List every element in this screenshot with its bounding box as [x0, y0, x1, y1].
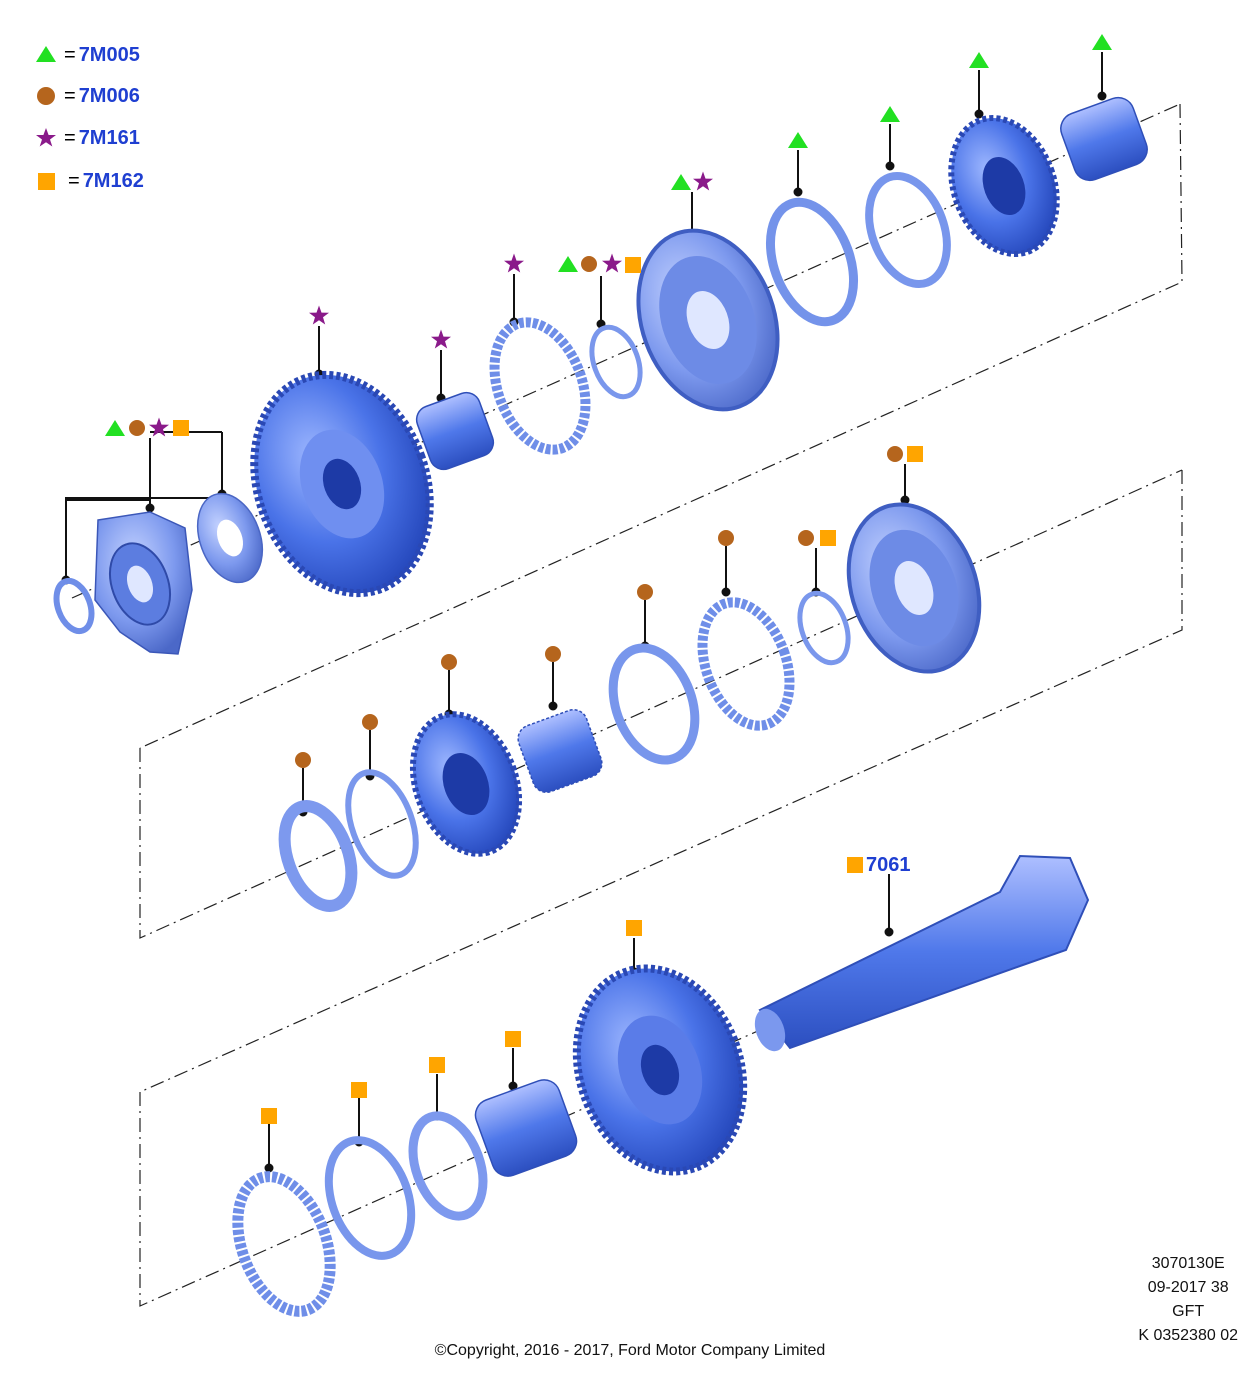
- synchro-ring-part: [408, 1111, 488, 1221]
- legend-code: 7M005: [78, 43, 140, 66]
- legend-item-7m161: = 7M161: [60, 125, 140, 151]
- synchro-ring-part: [765, 197, 859, 327]
- legend-item-7m005: = 7M005: [60, 42, 140, 68]
- row1-boundary: [139, 103, 1183, 749]
- green-triangle-icon: [671, 174, 691, 190]
- drawing-metadata: 3070130E 09-2017 38 GFT K 0352380 02: [1138, 1252, 1238, 1348]
- brown-circle-icon: [129, 420, 145, 436]
- needle-bearing-part: [474, 1079, 578, 1177]
- drawing-id: 3070130E: [1151, 1255, 1225, 1272]
- row3-axis: [139, 1029, 761, 1307]
- brown-circle-icon: [718, 530, 734, 546]
- row2-axis: [139, 469, 1183, 939]
- brown-circle-icon: [637, 584, 653, 600]
- green-triangle-icon: [36, 46, 56, 62]
- purple-star-icon: [602, 253, 622, 273]
- equals-sign: =: [64, 126, 76, 149]
- snap-ring-part: [53, 577, 95, 635]
- purple-star-icon: [36, 128, 56, 147]
- needle-bearing-part: [415, 391, 495, 471]
- row1-axis: [71, 103, 1181, 599]
- orange-square-icon: [505, 1031, 521, 1047]
- retaining-ring-part: [589, 324, 643, 400]
- purple-star-icon: [693, 171, 713, 191]
- green-triangle-icon: [105, 420, 125, 436]
- orange-square-icon: [38, 173, 55, 190]
- legend-symbols: [36, 46, 56, 190]
- legend-code: 7M161: [78, 126, 140, 149]
- assembly-axis-lines: [71, 103, 1183, 1307]
- orange-square-icon: [173, 420, 189, 436]
- legend-code: 7M006: [78, 84, 140, 107]
- row3-parts: [232, 854, 1090, 1317]
- orange-square-icon: [907, 446, 923, 462]
- part-callout-symbols: [105, 34, 1112, 1124]
- orange-square-icon: [429, 1057, 445, 1073]
- equals-sign: =: [64, 84, 76, 107]
- needle-bearing-part: [1060, 96, 1148, 182]
- row1-parts: [53, 96, 1148, 655]
- synchro-ring-part: [489, 317, 591, 455]
- synchro-cone-part: [324, 1136, 416, 1260]
- synchro-cone-part: [865, 171, 951, 289]
- green-triangle-icon: [880, 106, 900, 122]
- orange-square-icon: [261, 1108, 277, 1124]
- drawing-date: 09-2017 38: [1147, 1279, 1229, 1296]
- orange-square-icon: [625, 257, 641, 273]
- legend-item-7m006: = 7M006: [60, 83, 140, 109]
- equals-sign: =: [68, 169, 80, 192]
- brown-circle-icon: [798, 530, 814, 546]
- purple-star-icon: [309, 305, 329, 325]
- thrust-washer-part: [278, 800, 358, 912]
- purple-star-icon: [504, 253, 524, 273]
- brown-circle-icon: [295, 752, 311, 768]
- purple-star-icon: [431, 329, 451, 349]
- copyright-notice: ©Copyright, 2016 - 2017, Ford Motor Comp…: [434, 1342, 826, 1359]
- orange-square-icon: [820, 530, 836, 546]
- brown-circle-icon: [37, 87, 55, 105]
- part-number-label: 7061: [866, 854, 911, 876]
- drawing-reference: K 0352380 02: [1138, 1327, 1238, 1344]
- orange-square-icon: [847, 857, 863, 873]
- brown-circle-icon: [887, 446, 903, 462]
- brown-circle-icon: [362, 714, 378, 730]
- brown-circle-icon: [441, 654, 457, 670]
- drawing-group: GFT: [1172, 1303, 1205, 1320]
- green-triangle-icon: [969, 52, 989, 68]
- brown-circle-icon: [545, 646, 561, 662]
- orange-square-icon: [351, 1082, 367, 1098]
- synchro-ring-part: [697, 597, 795, 731]
- equals-sign: =: [64, 43, 76, 66]
- green-triangle-icon: [788, 132, 808, 148]
- legend-item-7m162: = 7M162: [64, 168, 144, 194]
- brown-circle-icon: [581, 256, 597, 272]
- legend-code: 7M162: [82, 169, 144, 192]
- output-shaft-part: [758, 854, 1090, 1050]
- row2-boundary: [139, 470, 1183, 1093]
- purple-star-icon: [149, 417, 169, 437]
- green-triangle-icon: [1092, 34, 1112, 50]
- row2-parts: [278, 502, 982, 912]
- snap-ring-part: [345, 769, 419, 879]
- needle-bearing-cage-part: [517, 708, 603, 794]
- orange-square-icon: [626, 920, 642, 936]
- synchro-cone-part: [608, 643, 700, 765]
- green-triangle-icon: [558, 256, 578, 272]
- retaining-ring-part: [797, 590, 851, 666]
